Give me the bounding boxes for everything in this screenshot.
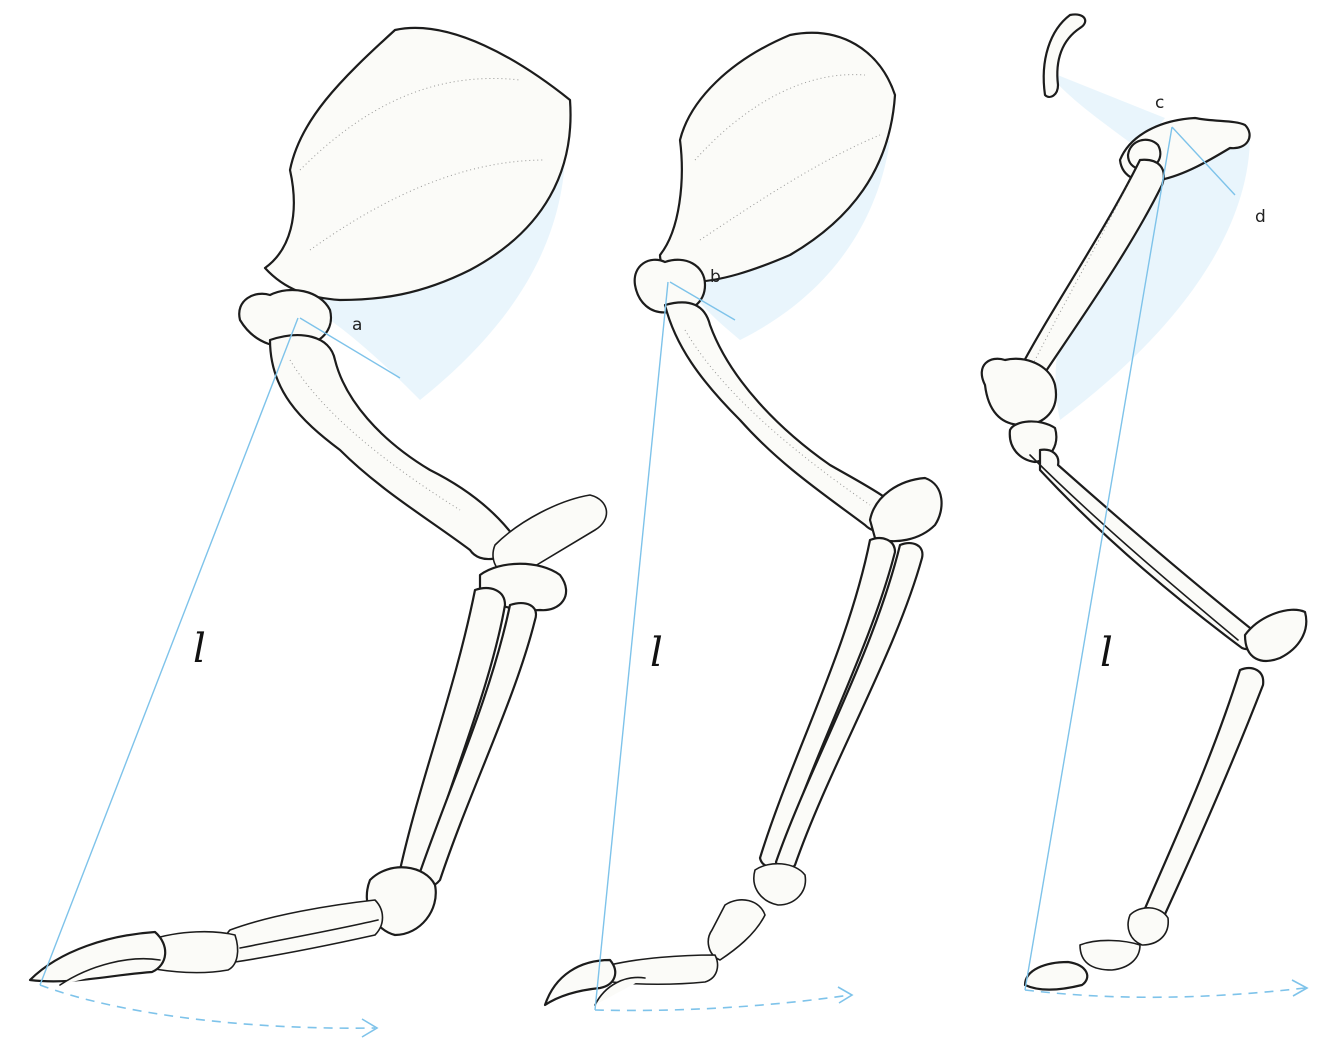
middle-elbow-joint: [870, 478, 942, 541]
label-l-left: l: [193, 626, 206, 672]
right-metatarsal: [1140, 668, 1263, 931]
middle-humerus: [665, 302, 910, 532]
left-limb: [30, 28, 606, 985]
left-lever-line: [40, 318, 298, 985]
right-knee: [982, 359, 1056, 425]
right-limb: [982, 14, 1307, 989]
middle-arrowhead: [838, 987, 852, 1003]
label-l-middle: l: [650, 630, 663, 676]
right-pastern: [1080, 940, 1140, 970]
label-c: c: [1155, 93, 1164, 113]
middle-scapula: [660, 33, 895, 282]
right-tibia: [1040, 450, 1256, 649]
label-a: a: [352, 315, 362, 335]
right-rotation-arc: [1025, 988, 1305, 997]
middle-rotation-arc: [595, 995, 850, 1010]
middle-carpus: [754, 864, 806, 905]
middle-radius: [760, 538, 895, 866]
right-fetlock: [1128, 908, 1168, 945]
left-rotation-arc: [40, 985, 375, 1028]
label-d: d: [1255, 207, 1266, 227]
left-metacarpals: [225, 900, 383, 962]
middle-ulna: [776, 543, 922, 871]
middle-metacarpals: [708, 900, 765, 960]
right-hock: [1245, 610, 1306, 661]
label-b: b: [710, 267, 721, 287]
label-l-right: l: [1100, 630, 1113, 676]
right-hoof: [1025, 962, 1087, 990]
